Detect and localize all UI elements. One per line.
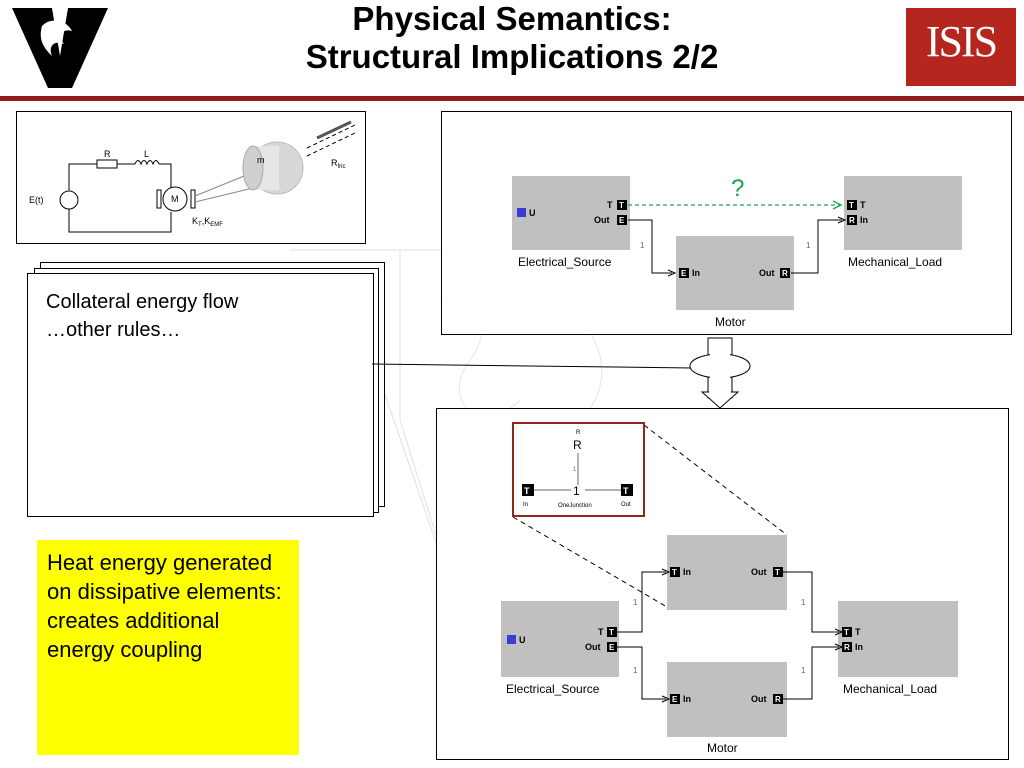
slide-title: Physical Semantics: Structural Implicati…	[150, 0, 874, 76]
motor-schematic: R L E(t) M m Rfric KT,KEMF	[29, 120, 358, 233]
title-line-1: Physical Semantics:	[352, 0, 672, 37]
svg-text:E: E	[609, 643, 615, 652]
inductor-label: L	[144, 149, 149, 159]
t-port-icon	[617, 200, 627, 210]
e-port-icon	[617, 215, 627, 225]
svg-text:T: T	[775, 568, 780, 577]
mass-label: m	[257, 155, 265, 165]
electrical-source-label-bottom: Electrical_Source	[506, 682, 600, 696]
svg-text:1: 1	[633, 666, 638, 675]
svg-text:1: 1	[801, 598, 806, 607]
motor-constants-label: KT,KEMF	[192, 216, 223, 228]
svg-text:R: R	[849, 216, 855, 225]
svg-text:T: T	[844, 628, 849, 637]
motor-symbol-label: M	[171, 194, 179, 204]
resistor-label: R	[104, 149, 111, 159]
svg-text:1: 1	[801, 666, 806, 675]
svg-text:1: 1	[806, 241, 811, 250]
svg-text:U: U	[529, 208, 536, 218]
one-junction-block[interactable]	[667, 535, 787, 610]
note-line-2: …other rules…	[46, 319, 181, 341]
svg-text:T: T	[623, 486, 629, 496]
svg-text:T: T	[849, 201, 854, 210]
svg-text:1: 1	[633, 598, 638, 607]
motor-schematic-box: R L E(t) M m Rfric KT,KEMF	[16, 111, 366, 244]
svg-text:T: T	[855, 627, 861, 637]
isis-logo: ISIS	[906, 8, 1016, 86]
svg-text:T: T	[524, 486, 530, 496]
electrical-source-block[interactable]	[512, 176, 630, 250]
note-card: Collateral energy flow …other rules…	[27, 273, 374, 517]
motor-label-bottom: Motor	[707, 741, 738, 755]
svg-text:Out: Out	[751, 567, 767, 577]
svg-text:T: T	[672, 568, 677, 577]
question-mark: ?	[731, 175, 744, 202]
motor-block-bottom[interactable]	[667, 662, 787, 737]
svg-text:In: In	[855, 642, 863, 652]
svg-text:In: In	[692, 268, 700, 278]
bottom-model-diagram: R R 1 T In 1 T Out OneJunction U T T Out…	[501, 422, 958, 755]
svg-text:T: T	[607, 200, 613, 210]
svg-text:1: 1	[640, 241, 645, 250]
svg-text:1: 1	[573, 484, 580, 498]
svg-text:E: E	[681, 269, 687, 278]
svg-text:In: In	[683, 694, 691, 704]
svg-text:U: U	[519, 635, 526, 645]
svg-text:T: T	[619, 201, 624, 210]
title-line-2: Structural Implications 2/2	[305, 38, 719, 75]
svg-text:T: T	[609, 628, 614, 637]
svg-text:T: T	[860, 200, 866, 210]
svg-text:R: R	[775, 695, 781, 704]
svg-text:Out: Out	[751, 694, 767, 704]
source-label: E(t)	[29, 195, 44, 205]
heat-energy-text: Heat energy generated on dissipative ele…	[47, 550, 282, 662]
note-line-1: Collateral energy flow	[46, 291, 239, 313]
svg-text:1: 1	[573, 467, 577, 473]
motor-label: Motor	[715, 315, 746, 329]
mechanical-load-block[interactable]	[844, 176, 962, 250]
top-model-panel: U T T Out E Electrical_Source T T R In M…	[441, 111, 1012, 335]
friction-label: Rfric	[331, 158, 346, 170]
svg-text:R: R	[782, 269, 788, 278]
vanderbilt-logo: V	[12, 6, 108, 90]
svg-text:R: R	[844, 643, 850, 652]
svg-text:Out: Out	[594, 215, 610, 225]
mechanical-load-label-bottom: Mechanical_Load	[843, 682, 937, 696]
heat-energy-note: Heat energy generated on dissipative ele…	[37, 540, 299, 755]
svg-text:Out: Out	[759, 268, 775, 278]
svg-text:R: R	[576, 430, 581, 436]
motor-block[interactable]	[676, 236, 794, 310]
svg-text:T: T	[598, 627, 604, 637]
svg-text:E: E	[619, 216, 625, 225]
top-model-diagram: U T T Out E Electrical_Source T T R In M…	[512, 175, 962, 329]
svg-text:R: R	[573, 438, 582, 452]
svg-text:Out: Out	[621, 502, 631, 508]
svg-text:In: In	[860, 215, 868, 225]
svg-text:In: In	[523, 502, 528, 508]
transform-connector	[372, 337, 751, 409]
u-port-icon	[517, 208, 526, 217]
electrical-source-label: Electrical_Source	[518, 255, 612, 269]
svg-text:E: E	[672, 695, 678, 704]
electrical-source-block-bottom[interactable]	[501, 601, 619, 677]
svg-text:In: In	[683, 567, 691, 577]
title-divider	[0, 96, 1024, 101]
bottom-model-panel: R R 1 T In 1 T Out OneJunction U T T Out…	[436, 408, 1009, 760]
mechanical-load-block-bottom[interactable]	[838, 601, 958, 677]
mechanical-load-label: Mechanical_Load	[848, 255, 942, 269]
svg-text:Out: Out	[585, 642, 601, 652]
svg-text:OneJunction: OneJunction	[558, 503, 592, 509]
